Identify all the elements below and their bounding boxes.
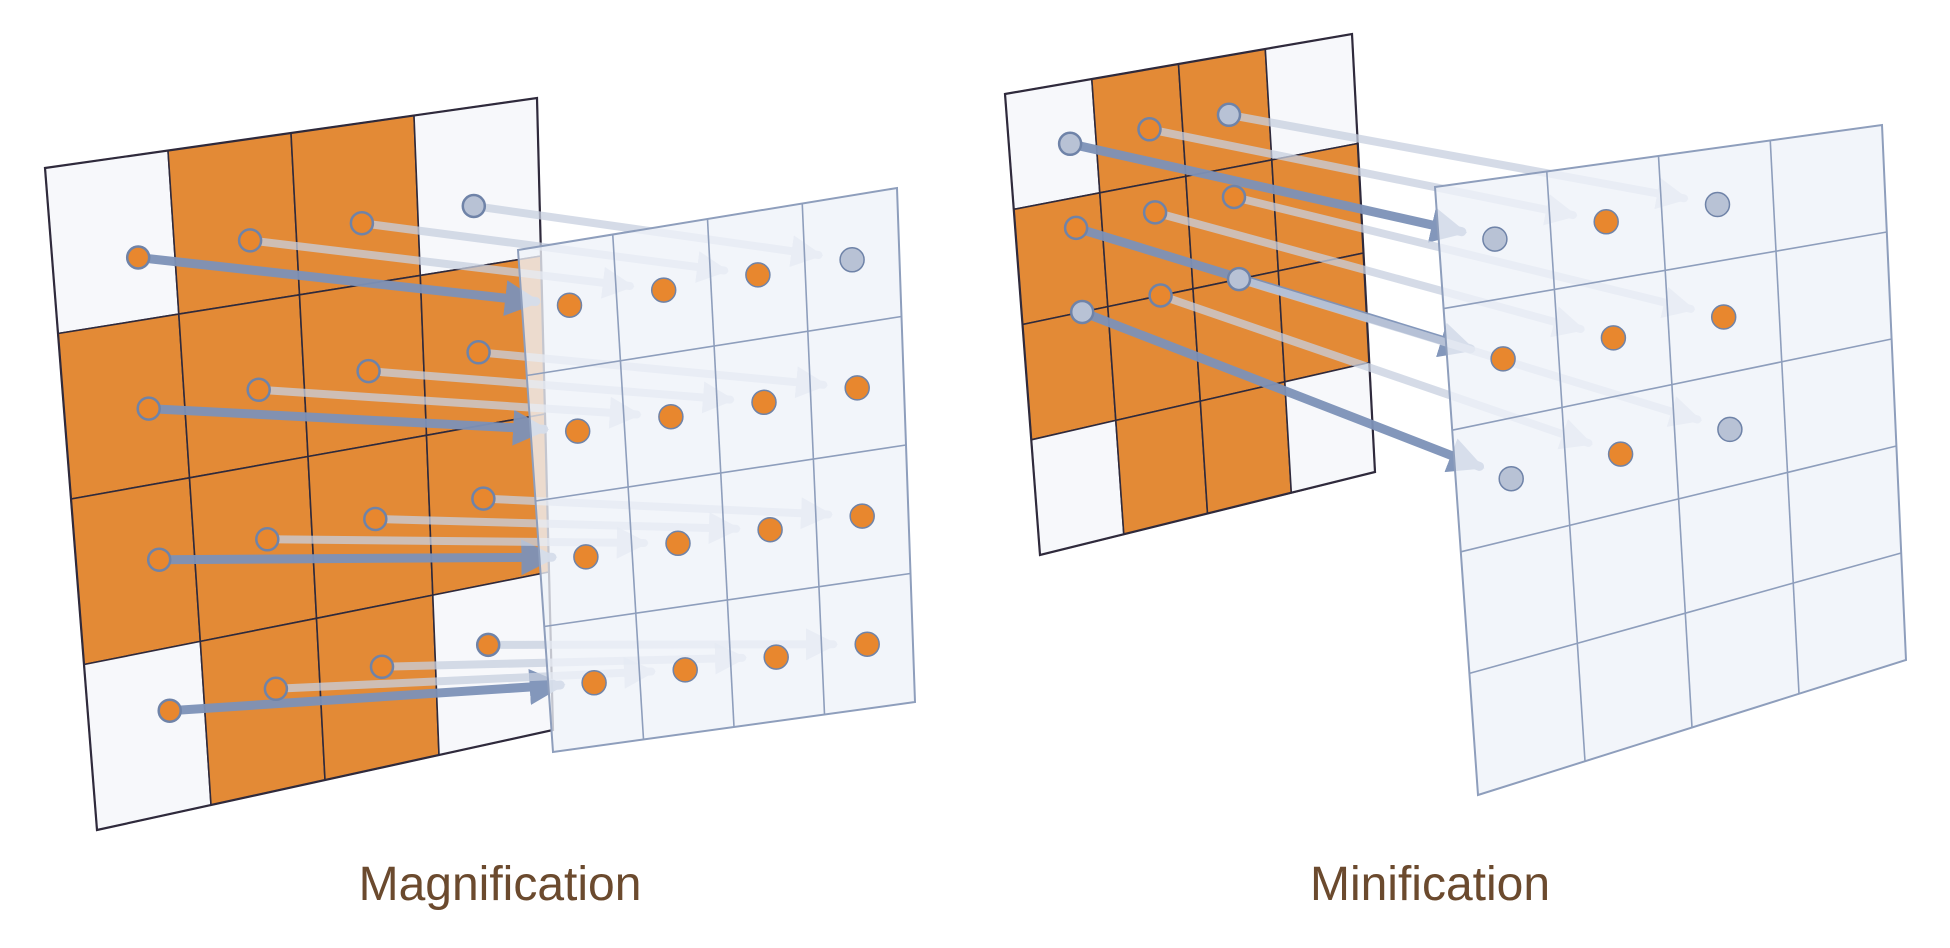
texel-sample-point [1069, 299, 1095, 325]
texture-grid [43, 96, 555, 832]
magnification-caption: Magnification [358, 858, 642, 911]
texel-sample-point [349, 210, 375, 236]
texel-sample-point [475, 632, 501, 658]
pixel-grid-line [1460, 445, 1897, 553]
sample-arrow [154, 539, 558, 576]
sample-arrow [1065, 139, 1468, 243]
pixel-grid-line [1469, 552, 1902, 675]
pixel-sample-orange [849, 503, 875, 529]
sample-arrow [133, 253, 542, 317]
texel-sample-point [1137, 117, 1162, 142]
pixel-sample-orange [1593, 209, 1619, 235]
texel-orange [188, 455, 318, 643]
texel-sample-point [157, 698, 182, 723]
pixel-plane [1433, 123, 1908, 797]
texel-orange [1199, 380, 1293, 515]
pixel-sample-orange [745, 262, 771, 288]
texel-sample-point [255, 527, 280, 552]
texel-sample-point [466, 340, 491, 365]
pixel-plane [516, 186, 917, 754]
sample-arrow [1077, 307, 1485, 473]
texel-orange [1021, 305, 1117, 441]
pixel-sample-gray [1482, 226, 1508, 252]
pixel-sample-gray [1717, 416, 1743, 443]
pixel-sample-orange [854, 631, 880, 657]
pixel-sample-orange [1490, 346, 1516, 372]
pixel-sample-orange [665, 530, 691, 557]
texel-white [83, 640, 212, 831]
pixel-grid [1433, 123, 1908, 797]
texel-orange [178, 293, 309, 479]
texel-sample-point [369, 654, 395, 680]
pixel-sample-gray [1704, 191, 1731, 218]
texel-orange [290, 114, 422, 296]
pixel-grid-line [1657, 155, 1693, 728]
texel-sample-point [1142, 200, 1168, 225]
texel-orange [1115, 400, 1209, 536]
texel-orange [167, 132, 301, 315]
texel-sample-point [146, 547, 172, 572]
texel-orange [70, 476, 202, 666]
texel-white [1284, 361, 1376, 494]
texel-sample-point [1057, 131, 1083, 157]
pixel-sample-orange [556, 292, 583, 318]
magnification-panel [43, 96, 917, 832]
pixel-sample-orange [757, 516, 783, 543]
texel-sample-point [1148, 283, 1173, 308]
texel-sample-point [1226, 266, 1252, 292]
pixel-sample-orange [763, 644, 789, 670]
pixel-sample-orange [1600, 325, 1627, 351]
texel-sample-point [237, 228, 263, 253]
pixel-grid-line [1443, 231, 1887, 310]
texel-sample-point [246, 377, 271, 403]
pixel-sample-orange [751, 389, 777, 416]
texel-sample-point [1221, 184, 1247, 210]
pixel-sample-orange [1607, 441, 1634, 467]
texel-white [44, 149, 180, 335]
pixel-grid-line [1452, 338, 1892, 431]
texel-sample-point [125, 245, 151, 270]
pixel-grid-line [535, 444, 907, 502]
pixel-sample-orange [658, 403, 684, 430]
pixel-sample-gray [1498, 465, 1524, 492]
texture-grid [1003, 32, 1377, 557]
pixel-sample-orange [564, 418, 591, 444]
pixel-sample-orange [672, 657, 698, 683]
texture-border [1003, 32, 1377, 557]
pixel-sample-gray [839, 247, 865, 273]
texel-sample-point [363, 506, 388, 532]
texel-sample-point [136, 396, 161, 421]
texel-sample-point [263, 676, 289, 702]
texel-sample-point [1216, 102, 1242, 128]
pixel-sample-orange [650, 277, 677, 303]
pixel-grid-line [1545, 171, 1586, 762]
texel-sample-point [356, 358, 381, 384]
pixel-grid-line [544, 572, 911, 628]
texel-orange [1012, 192, 1109, 326]
texel-white [1030, 419, 1125, 556]
pixel-sample-orange [573, 544, 599, 570]
pixel-sample-orange [581, 670, 607, 696]
pixel-sample-orange [1710, 304, 1737, 330]
minification-panel [1003, 32, 1908, 797]
texel-sample-point [1063, 215, 1089, 241]
pixel-grid [516, 186, 917, 754]
sample-arrow [144, 404, 550, 446]
texel-sample-point [461, 193, 487, 219]
pixel-sample-orange [844, 375, 870, 401]
texel-white [1264, 33, 1359, 161]
texel-sample-point [471, 486, 496, 511]
minification-caption: Minification [1309, 858, 1551, 911]
sample-arrow [165, 669, 566, 716]
pixel-grid-line [526, 315, 902, 377]
pixel-grid-line [1769, 140, 1800, 694]
